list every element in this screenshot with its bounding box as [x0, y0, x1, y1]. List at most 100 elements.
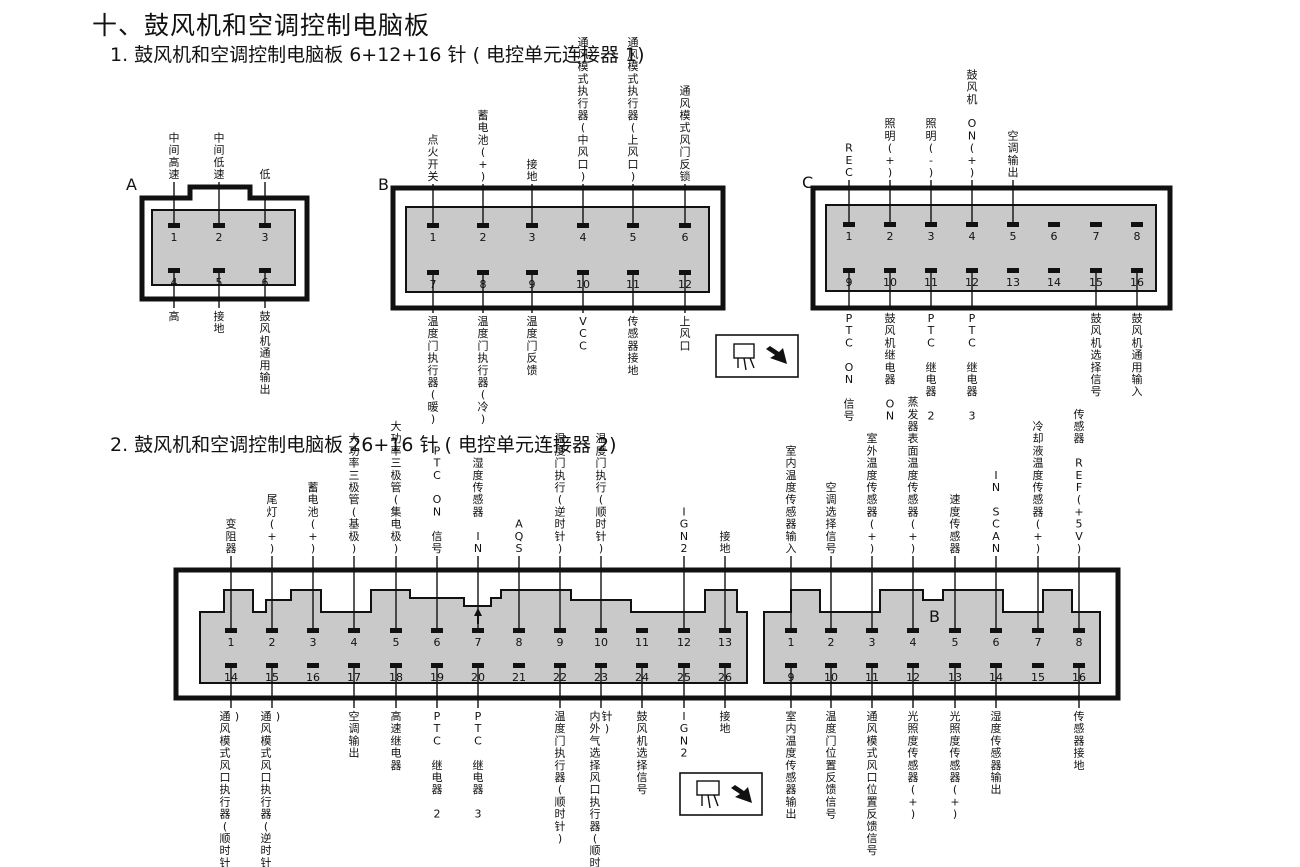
connector-d-pin-24	[636, 663, 648, 668]
connector-c-pin-number: 2	[887, 230, 894, 243]
connector-c-pin-10	[884, 268, 896, 273]
connector-d-pin-10	[595, 628, 607, 633]
lead-lines	[173, 180, 1138, 708]
connector-c-pin-11	[925, 268, 937, 273]
connector-b-pin-3	[526, 223, 538, 228]
connector-e-pin-3	[866, 628, 878, 633]
pin-label: 接地	[720, 710, 731, 735]
connector-e-pin-4	[907, 628, 919, 633]
connector-d-pin-number: 11	[635, 636, 649, 649]
page-title: 十、鼓风机和空调控制电脑板	[92, 11, 431, 40]
connector-d-pin-number: 1	[228, 636, 235, 649]
connector-a-pin-number: 3	[262, 231, 269, 244]
connector-a-tag: A	[126, 175, 137, 194]
connector-e-pin-10	[825, 663, 837, 668]
connector-c-pin-number: 8	[1134, 230, 1141, 243]
pin-label: 中间高速	[169, 131, 180, 181]
pin-label: 温度门执行(顺时针)	[596, 432, 607, 555]
connector-e-pin-1	[785, 628, 797, 633]
connector-c-pin-5	[1007, 222, 1019, 227]
pin-label: 湿度传感器输出	[991, 710, 1002, 796]
pin-label: 光照度传感器(+)	[950, 709, 961, 821]
connector-d-pin-11	[636, 628, 648, 633]
connector-e-tag: B	[929, 607, 940, 626]
connector-b-pin-10	[577, 270, 589, 275]
pin-label: 低	[260, 168, 271, 181]
connector-d-pin-number: 4	[351, 636, 358, 649]
connector-d-pin-26	[719, 663, 731, 668]
pin-label: 鼓风机选择信号	[637, 709, 648, 796]
connector-a-pin-1	[168, 223, 180, 228]
pin-label: 通风模式风口执行器(顺时针)	[220, 710, 240, 867]
connector-d-pin-22	[554, 663, 566, 668]
pin-label: 中间低速	[214, 131, 225, 181]
pin-label: 鼓风机通用输入	[1132, 311, 1143, 398]
connector-d-pin-number: 6	[434, 636, 441, 649]
connector-e-pin-7	[1032, 628, 1044, 633]
connector-e-pin-8	[1073, 628, 1085, 633]
connector-d-pin-15	[266, 663, 278, 668]
connector-d-pin-number: 5	[393, 636, 400, 649]
pin-label: 通风模式风口位置反馈信号	[867, 710, 878, 857]
connector-d-pin-number: 3	[310, 636, 317, 649]
connector-d-face	[199, 589, 748, 684]
connector-e-pin-16	[1073, 663, 1085, 668]
pin-label: 通风模式执行器(上风口)	[628, 36, 639, 183]
connector-c-pin-8	[1131, 222, 1143, 227]
connector-d-pin-number: 10	[594, 636, 608, 649]
connector-d-pin-number: 8	[516, 636, 523, 649]
connector-d-pin-19	[431, 663, 443, 668]
connector-c-pin-13	[1007, 268, 1019, 273]
pin-label: 空调输出	[1008, 128, 1019, 179]
connector-d-pin-20	[472, 663, 484, 668]
connector-d-pin-14	[225, 663, 237, 668]
pin-label: 冷却液温度传感器(+)	[1033, 420, 1044, 555]
connector-d-pin-17	[348, 663, 360, 668]
connector-c-pin-number: 6	[1051, 230, 1058, 243]
connector-b-pin-number: 2	[480, 231, 487, 244]
pin-label: 大功率三极管(集电极)	[391, 419, 402, 555]
connector-e-pin-13	[949, 663, 961, 668]
connector-c-pin-12	[966, 268, 978, 273]
connector-d-pin-7	[472, 628, 484, 633]
connector-b	[390, 185, 726, 311]
connector-a-pin-2	[213, 223, 225, 228]
connector-d-pin-number: 9	[557, 636, 564, 649]
connector-b-pin-8	[477, 270, 489, 275]
connector-c-pin-number: 5	[1010, 230, 1017, 243]
connector-a-pin-3	[259, 223, 271, 228]
connector-d-pin-number: 16	[306, 671, 320, 684]
connector-e-pin-15	[1032, 663, 1044, 668]
connector-c-pin-number: 3	[928, 230, 935, 243]
pin-label: 接地	[214, 310, 225, 335]
connector-d-pin-number: 2	[269, 636, 276, 649]
pin-label: 上风口	[680, 315, 691, 352]
connector-d-pin-number: 7	[475, 636, 482, 649]
connector-d-pin-16	[307, 663, 319, 668]
connector-c-pin-1	[843, 222, 855, 227]
connector-c-pin-number: 1	[846, 230, 853, 243]
connector-d-pin-number: 13	[718, 636, 732, 649]
connector-d-pin-13	[719, 628, 731, 633]
pin-label: 高速继电器	[391, 709, 402, 772]
pin-label: 蓄电池(+)	[478, 109, 489, 183]
connector-c-pin-number: 7	[1093, 230, 1100, 243]
connector-e-pin-12	[907, 663, 919, 668]
connector-b-pin-number: 3	[529, 231, 536, 244]
pin-label: 速度传感器	[950, 493, 961, 555]
connector-c-pin-3	[925, 222, 937, 227]
pin-label: 温度门执行器(暖)	[428, 315, 439, 426]
connector-d-pin-5	[390, 628, 402, 633]
pin-label: 温度门执行器(冷)	[478, 315, 489, 426]
connector-d-pin-18	[390, 663, 402, 668]
connector-a-pin-number: 2	[216, 231, 223, 244]
connector-e	[763, 589, 1101, 684]
pin-label: 光照度传感器(+)	[908, 709, 919, 821]
